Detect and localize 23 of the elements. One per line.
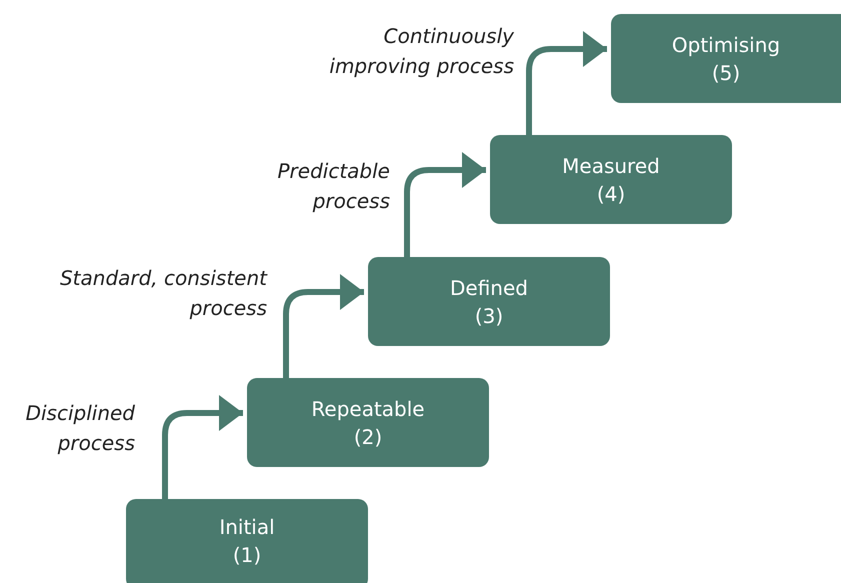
step-arrow [526,31,607,135]
step-text: Initial [219,514,275,541]
step-box [368,257,610,346]
step-box [126,499,368,583]
step-box [611,14,841,103]
step-text: (5) [712,60,740,86]
edge-label: Standard, consistent process [58,265,267,322]
step-text: Measured [562,152,660,180]
step-text: (1) [232,542,262,569]
edge-label: Continuously improving process [328,23,514,80]
step-arrow [162,395,243,499]
step-arrow [404,152,486,257]
step-text: Repeatable [311,396,425,422]
step-box [490,135,732,224]
step-text: (3) [474,302,504,330]
step-text: (4) [596,180,626,208]
step-box [247,378,489,467]
edge-label: Predictable process [276,158,390,215]
step-text: Optimising [672,32,780,58]
edge-label: Disciplined process [24,400,135,457]
step-text: (2) [354,424,382,450]
step-arrow [283,274,364,378]
step-text: Defined [450,274,528,302]
